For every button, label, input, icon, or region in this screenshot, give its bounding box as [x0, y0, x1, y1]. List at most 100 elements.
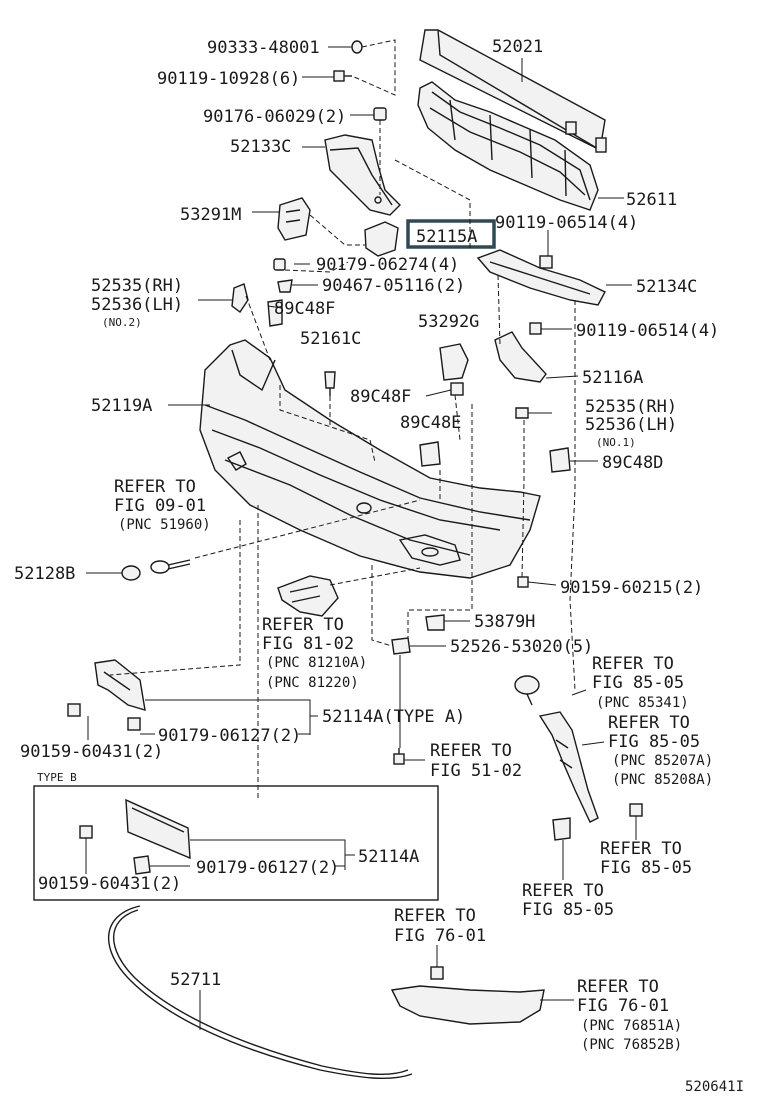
label-53292g: 53292G	[418, 312, 479, 332]
screw-fig-51-02	[393, 748, 405, 765]
label-52611: 52611	[626, 190, 677, 210]
label-figure-id: 520641I	[685, 1079, 744, 1095]
label-52115a: 52115A	[416, 227, 477, 247]
label-52536-lh-b: 52536(LH)	[585, 415, 677, 435]
label-90159-60215: 90159-60215(2)	[560, 578, 703, 598]
label-52161c: 52161C	[300, 329, 361, 349]
bumper-retainer-52133c	[324, 134, 401, 216]
bumper-cover-52119a	[199, 339, 541, 579]
bracket-52535-no2	[231, 283, 249, 314]
label-ref2-a: REFER TO	[262, 615, 344, 635]
label-ref7-b: FIG 85-05	[522, 900, 614, 920]
label-89c48f-b: 89C48F	[350, 387, 411, 407]
label-ref8-b: FIG 76-01	[394, 926, 486, 946]
label-ref7-a: REFER TO	[522, 881, 604, 901]
nut-90179-06127-a	[127, 717, 141, 731]
horn-fig-85-05	[514, 675, 540, 706]
label-52021: 52021	[492, 37, 543, 57]
label-ref6-a: REFER TO	[600, 839, 682, 859]
bolt-90119-06514-a	[539, 255, 553, 269]
label-52536-lh-a: 52536(LH)	[91, 295, 183, 315]
label-90467-05116: 90467-05116(2)	[322, 276, 465, 296]
clip-52535-no1	[515, 407, 529, 419]
bolt-90119-06514-b	[529, 322, 542, 335]
clip-89c48d	[549, 447, 571, 473]
label-52535-rh-b: 52535(RH)	[585, 397, 677, 417]
bracket-53291m	[277, 197, 311, 241]
label-ref4-a: REFER TO	[608, 713, 690, 733]
label-52114a-type-a: 52114A(TYPE A)	[322, 707, 465, 727]
label-52134c: 52134C	[636, 277, 697, 297]
clip-52161c	[324, 371, 336, 396]
label-52116a: 52116A	[582, 368, 643, 388]
label-90333-48001: 90333-48001	[207, 38, 320, 58]
dashed-guides	[109, 39, 576, 800]
label-52133c: 52133C	[230, 137, 291, 157]
label-type-b: TYPE B	[37, 771, 77, 784]
label-89c48d: 89C48D	[602, 453, 663, 473]
label-ref3-b: FIG 85-05	[592, 673, 684, 693]
label-89c48f-a: 89C48F	[274, 299, 335, 319]
label-no1: (NO.1)	[596, 436, 636, 449]
license-bracket-type-a	[94, 659, 146, 711]
label-ref9-b: FIG 76-01	[577, 996, 669, 1016]
label-ref9-c: (PNC 76851A)	[581, 1018, 682, 1034]
spoiler-strip-52711	[107, 905, 413, 1080]
screw-90159-60215	[517, 576, 529, 588]
energy-absorber-52611	[417, 81, 599, 211]
screw-90159-60431-a	[67, 703, 81, 717]
label-ref2-b: FIG 81-02	[262, 634, 354, 654]
label-53879h: 53879H	[474, 612, 535, 632]
label-90176-06029: 90176-06029(2)	[203, 107, 346, 127]
fog-lamp	[277, 575, 339, 617]
label-90179-06127-b: 90179-06127(2)	[196, 858, 339, 878]
bumper-retainer-52134c	[476, 249, 606, 306]
part-labels: 90333-48001 90119-10928(6) 90176-06029(2…	[14, 37, 744, 1095]
label-ref3-a: REFER TO	[592, 654, 674, 674]
headlamp-washer-fig-85-05	[538, 711, 599, 823]
label-52114a-b: 52114A	[358, 847, 419, 867]
clip-89c48e	[419, 441, 441, 467]
tow-hook-cap-52128b	[121, 559, 191, 581]
nut-90176	[373, 107, 387, 121]
label-no2: (NO.2)	[102, 316, 142, 329]
label-90159-60431-a: 90159-60431(2)	[20, 742, 163, 762]
label-90179-06274: 90179-06274(4)	[316, 255, 459, 275]
bracket-52116a	[494, 331, 547, 383]
label-ref1-b: FIG 09-01	[114, 496, 206, 516]
label-90119-10928: 90119-10928(6)	[157, 69, 300, 89]
label-ref8-a: REFER TO	[394, 906, 476, 926]
label-ref5-b: FIG 51-02	[430, 761, 522, 781]
label-52711: 52711	[170, 970, 221, 990]
nut-52526	[391, 637, 411, 655]
plug-90333	[351, 40, 363, 54]
label-52119a: 52119A	[91, 396, 152, 416]
label-53291m: 53291M	[180, 205, 241, 225]
label-90119-06514-b: 90119-06514(4)	[576, 321, 719, 341]
reinforcement-bar-52021	[419, 29, 607, 153]
bolt-fig-85-05-a	[629, 803, 643, 817]
label-ref5-a: REFER TO	[430, 741, 512, 761]
label-ref3-c: (PNC 85341)	[596, 695, 689, 711]
label-52128b: 52128B	[14, 564, 75, 584]
clip-fig-85-05-b	[552, 817, 571, 841]
label-90179-06127-a: 90179-06127(2)	[158, 726, 301, 746]
bolt-90119-10928	[333, 70, 352, 82]
label-52526-53020: 52526-53020(5)	[450, 637, 593, 657]
clip-90467	[277, 279, 293, 293]
clip-53879h	[425, 614, 445, 631]
label-ref4-c: (PNC 85207A)	[612, 753, 713, 769]
label-ref6-b: FIG 85-05	[600, 858, 692, 878]
label-ref9-d: (PNC 76852B)	[581, 1037, 682, 1053]
label-ref2-d: (PNC 81220)	[266, 675, 359, 691]
bracket-53292g	[439, 343, 469, 381]
label-90119-06514-a: 90119-06514(4)	[495, 213, 638, 233]
label-89c48e: 89C48E	[400, 413, 461, 433]
nut-90179-06274	[273, 258, 286, 271]
leader-lines	[85, 46, 637, 1030]
label-52535-rh-a: 52535(RH)	[91, 276, 183, 296]
label-ref4-b: FIG 85-05	[608, 732, 700, 752]
label-ref2-c: (PNC 81210A)	[266, 655, 367, 671]
label-ref1-a: REFER TO	[114, 477, 196, 497]
